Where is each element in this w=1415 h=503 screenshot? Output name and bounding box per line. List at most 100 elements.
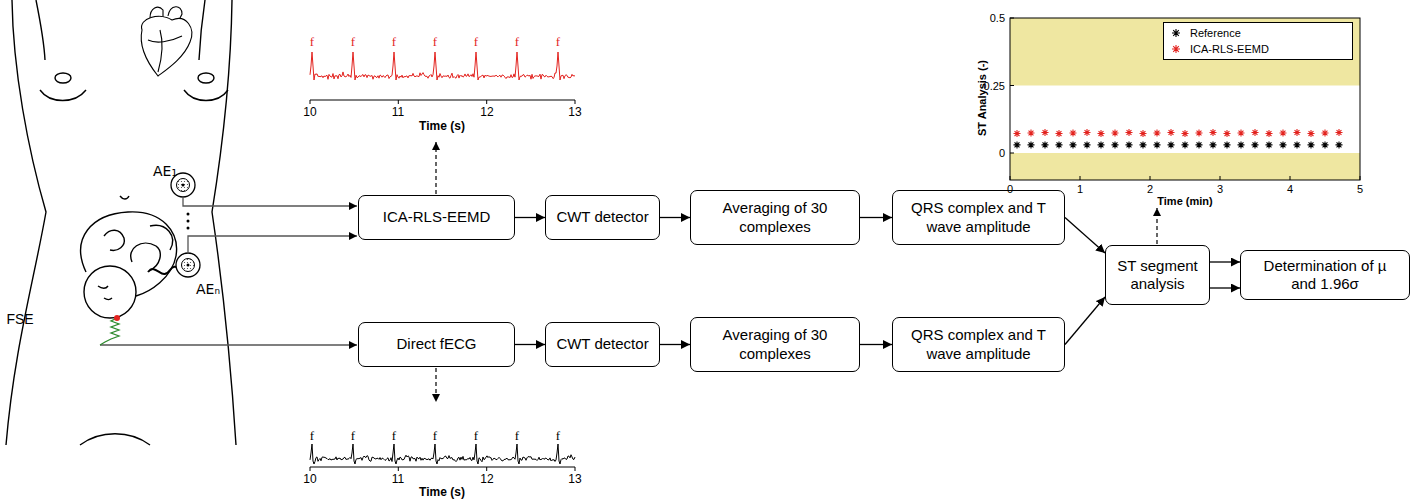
flow-arrow: [860, 344, 892, 345]
warning-band: [1010, 18, 1360, 86]
process-box: QRS complex and T wave amplitude: [892, 317, 1065, 372]
chart-legend: ReferenceICA-RLS-EEMD: [1163, 22, 1353, 60]
fetus-arm: [131, 243, 161, 270]
ica-point: [1154, 130, 1161, 137]
process-box: Determination of µ and 1.96σ: [1240, 250, 1410, 300]
tick-label: 13: [568, 106, 581, 119]
heart-detail: [158, 30, 162, 72]
legend-row: ICA-RLS-EEMD: [1170, 41, 1346, 57]
ica-point: [1084, 129, 1091, 136]
callout-arrow: [435, 142, 436, 194]
reference-point: [1112, 141, 1119, 148]
process-box: QRS complex and T wave amplitude: [892, 190, 1065, 245]
arm-right: [199, 0, 205, 60]
ica-point: [1182, 130, 1189, 137]
fetus-drawing: [81, 212, 184, 318]
st-chart: [1010, 18, 1360, 180]
beat-marker: f: [433, 35, 437, 49]
beat-marker: f: [474, 429, 478, 443]
ticks: [1010, 18, 1360, 180]
beat-marker: f: [515, 35, 519, 49]
ica-point: [1210, 129, 1217, 136]
flow-arrow: [1210, 287, 1240, 288]
ica-point: [1098, 130, 1105, 137]
process-box: Direct fECG: [358, 322, 515, 367]
electrode-center: [182, 184, 185, 187]
box-label: CWT detector: [556, 208, 648, 226]
lead-wire: [100, 344, 357, 345]
ica-point: [1266, 130, 1273, 137]
process-box: Averaging of 30 complexes: [690, 190, 860, 245]
breast-left: [40, 90, 86, 101]
ica-point: [1126, 129, 1133, 136]
beat-marker: f: [515, 429, 519, 443]
ica-point: [1336, 129, 1343, 136]
axis-title: Time (min): [1157, 195, 1212, 207]
nipple-left: [55, 73, 71, 83]
ica-point: [1196, 130, 1203, 137]
reference-point: [1084, 141, 1091, 148]
tick-label: 0.5: [990, 12, 1005, 24]
lead-wires: [100, 197, 357, 345]
reference-point: [1280, 141, 1287, 148]
electrode: [176, 253, 200, 277]
axis-title: Time (s): [419, 120, 465, 133]
legend-text: Reference: [1190, 27, 1241, 39]
tick-label: 0: [999, 147, 1005, 159]
process-box: CWT detector: [545, 322, 660, 367]
axis-title: FSE: [6, 312, 33, 327]
axis: [310, 100, 575, 104]
ica-point: [1224, 130, 1231, 137]
callout-arrows: [436, 142, 1157, 402]
flow-arrow: [515, 217, 545, 218]
beat-marker: f: [392, 429, 396, 443]
electrode-gel: [182, 259, 195, 272]
reference-point: [1070, 141, 1077, 148]
box-label: Averaging of 30 complexes: [699, 326, 851, 363]
box-label: Averaging of 30 complexes: [699, 199, 851, 236]
lead-wire: [183, 197, 357, 206]
reference-point: [1042, 141, 1049, 148]
pelvis: [80, 434, 150, 445]
reference-point: [1238, 141, 1245, 148]
tick-label: 11: [392, 106, 404, 119]
breast-right: [184, 90, 228, 101]
axis: [310, 467, 575, 471]
beat-marker: f: [310, 429, 314, 443]
nipple-right: [198, 73, 214, 83]
signal-red-axis: [310, 100, 575, 104]
reference-point: [1266, 141, 1273, 148]
signal-trace: [310, 52, 575, 80]
reference-point: [1154, 141, 1161, 148]
flow-arrow: [1065, 218, 1105, 254]
ica-point: [1238, 130, 1245, 137]
heart-detail: [148, 36, 182, 42]
process-box: ICA-RLS-EEMD: [358, 195, 515, 240]
reference-point: [1308, 141, 1315, 148]
flow-arrow: [660, 217, 690, 218]
tick-label: 13: [568, 473, 581, 486]
ica-point: [1294, 129, 1301, 136]
reference-point: [1252, 141, 1259, 148]
tick-label: 0: [1007, 183, 1013, 195]
ellipsis-dots: [187, 213, 190, 230]
arm-left: [36, 0, 45, 60]
beat-marker: f: [433, 429, 437, 443]
tick-label: 2: [1147, 183, 1153, 195]
process-box: ST segment analysis: [1105, 245, 1210, 305]
box-label: CWT detector: [556, 335, 648, 353]
body-left: [6, 0, 46, 445]
flow-arrow: [1065, 297, 1105, 345]
ica-point: [1252, 129, 1259, 136]
tick-label: 1: [1077, 183, 1083, 195]
ica-point: [1112, 130, 1119, 137]
signal-black-axis: [310, 467, 575, 471]
ica-point: [1028, 130, 1035, 137]
callout-arrow: [1156, 208, 1157, 244]
chart-frame: [1010, 18, 1360, 180]
box-label: Determination of µ and 1.96σ: [1249, 257, 1401, 294]
ica-point: [1308, 130, 1315, 137]
axis-title: Time (s): [419, 486, 465, 499]
reference-point: [1014, 141, 1021, 148]
tick-label: 10: [303, 473, 316, 486]
